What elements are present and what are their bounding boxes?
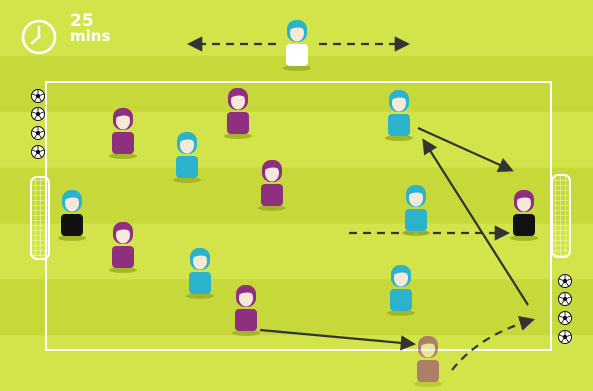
grass-stripe [0, 111, 593, 169]
football-icon [558, 274, 572, 288]
player-neutral-neutral [283, 20, 311, 71]
grass-stripe [0, 335, 593, 391]
player-cyan-player [173, 132, 201, 183]
duration-value: 25 [70, 11, 94, 31]
player-cyan-goalkeeper [58, 190, 86, 241]
player-purple-goalkeeper [510, 190, 538, 241]
player-cyan-player [186, 248, 214, 299]
arrow-pass-low [259, 328, 417, 351]
players [58, 20, 538, 387]
player-purple-player [224, 88, 252, 139]
football-icon [31, 89, 45, 103]
football-icon [31, 145, 45, 159]
football-icon [31, 107, 45, 121]
player-purple-player [109, 108, 137, 159]
arrow-long-pass [422, 138, 529, 306]
arrow-curved-run [451, 316, 535, 371]
right-goal [551, 174, 571, 258]
movement-arrows [186, 36, 535, 371]
grass-stripe [0, 167, 593, 225]
clock-icon [21, 19, 57, 55]
player-purple-player [232, 285, 260, 336]
left-goal [30, 176, 50, 260]
player-cyan-player [387, 265, 415, 316]
football-icon [31, 126, 45, 140]
football-icon [558, 311, 572, 325]
grass-stripe [0, 279, 593, 337]
arrow-pass-to-goalkeeper [417, 126, 514, 172]
player-purple-player [109, 222, 137, 273]
football-icon [558, 292, 572, 306]
player-cyan-player [402, 185, 430, 236]
player-purple-ghost [414, 336, 442, 387]
duration-unit: mins [70, 27, 111, 45]
player-cyan-player [385, 90, 413, 141]
session-duration: 25 mins [70, 11, 111, 45]
football-icon [558, 330, 572, 344]
player-purple-player [258, 160, 286, 211]
